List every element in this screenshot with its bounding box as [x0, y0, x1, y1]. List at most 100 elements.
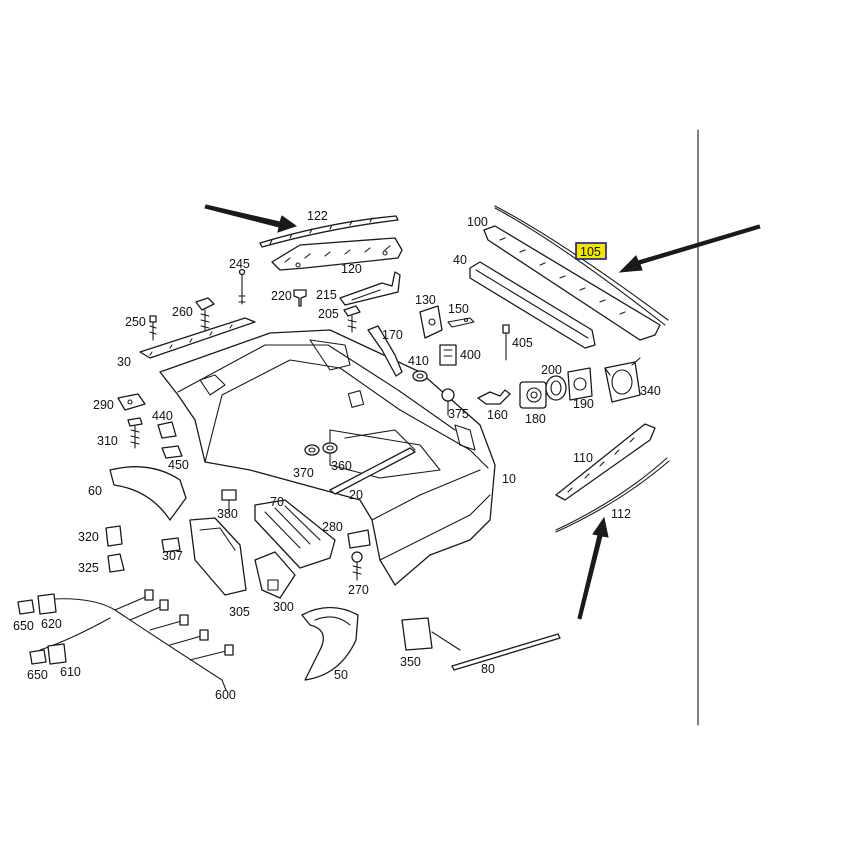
splash-guard-50 [301, 606, 359, 681]
label-450: 450 [168, 458, 189, 472]
bracket-215 [339, 271, 401, 306]
nut-360 [322, 442, 338, 454]
bumper-cover-10 [159, 329, 496, 586]
wiring-harness-600 [39, 589, 234, 691]
block-130 [419, 305, 443, 339]
screw-205 [343, 305, 361, 333]
label-620: 620 [41, 617, 62, 631]
pin-245 [238, 268, 246, 305]
clip-150 [447, 317, 475, 328]
clip-320 [105, 525, 123, 547]
holder-190 [567, 367, 593, 401]
clip-220 [293, 289, 307, 307]
bracket-305 [189, 517, 247, 596]
label-305: 305 [229, 605, 250, 619]
wheel-arch-60 [109, 466, 187, 521]
bracket-120 [271, 237, 403, 271]
label-300: 300 [273, 600, 294, 614]
sensor-180 [519, 381, 547, 409]
strip-110 [555, 423, 656, 501]
pin-405 [502, 324, 510, 361]
label-122: 122 [307, 209, 328, 223]
label-280: 280 [322, 520, 343, 534]
label-180: 180 [525, 412, 546, 426]
sensor-350 [401, 617, 461, 651]
bracket-325 [107, 553, 125, 573]
bracket-340 [604, 357, 641, 403]
label-80: 80 [481, 662, 495, 676]
bracket-280 [347, 529, 371, 549]
trim-strip-122 [259, 215, 399, 248]
bracket-300 [254, 551, 296, 599]
reflector-strip-40 [469, 261, 596, 349]
label-370: 370 [293, 466, 314, 480]
clip-440 [157, 421, 177, 439]
strip-112 [555, 457, 670, 533]
label-60: 60 [88, 484, 102, 498]
label-410: 410 [408, 354, 429, 368]
screw-310 [127, 417, 143, 449]
arrow-to-105 [618, 224, 761, 273]
label-220: 220 [271, 289, 292, 303]
label-105: 105 [580, 245, 601, 259]
arrow-to-122 [204, 204, 298, 233]
label-110: 110 [573, 451, 593, 465]
label-50: 50 [334, 668, 348, 682]
connector-620 [37, 593, 57, 615]
clip-380 [221, 489, 237, 513]
connector-650-bottom [29, 649, 47, 665]
highlight-box-105 [575, 242, 607, 260]
label-30: 30 [117, 355, 131, 369]
clip-400 [439, 344, 457, 366]
label-120: 120 [341, 262, 362, 276]
label-650-top: 650 [13, 619, 34, 633]
nut-370 [304, 444, 320, 456]
label-325: 325 [78, 561, 99, 575]
label-650-bottom: 650 [27, 668, 48, 682]
strip-80 [451, 633, 561, 671]
label-160: 160 [487, 408, 508, 422]
connector-610 [47, 643, 67, 665]
label-440: 440 [152, 409, 173, 423]
label-70: 70 [270, 495, 284, 509]
label-190: 190 [573, 397, 594, 411]
label-260: 260 [172, 305, 193, 319]
label-400: 400 [460, 348, 481, 362]
screw-375 [441, 388, 455, 416]
screw-270 [351, 551, 363, 581]
label-40: 40 [453, 253, 467, 267]
label-150: 150 [448, 302, 469, 316]
strip-20 [329, 447, 416, 495]
screw-250 [149, 315, 157, 341]
label-10: 10 [502, 472, 516, 486]
absorber-70 [254, 499, 336, 569]
label-610: 610 [60, 665, 81, 679]
label-380: 380 [217, 507, 238, 521]
label-375: 375 [448, 407, 469, 421]
label-270: 270 [348, 583, 369, 597]
arrow-to-112 [577, 516, 609, 620]
label-350: 350 [400, 655, 421, 669]
label-290: 290 [93, 398, 114, 412]
label-600: 600 [215, 688, 236, 702]
nut-410 [412, 370, 428, 382]
screw-260 [195, 297, 215, 331]
label-215: 215 [316, 288, 337, 302]
label-100: 100 [467, 215, 488, 229]
connector-650-top [17, 599, 35, 615]
bracket-170 [367, 325, 403, 377]
label-170: 170 [382, 328, 403, 342]
label-20: 20 [349, 488, 363, 502]
label-340: 340 [640, 384, 661, 398]
label-205: 205 [318, 307, 339, 321]
label-310: 310 [97, 434, 118, 448]
ring-200 [545, 375, 567, 401]
label-130: 130 [415, 293, 436, 307]
label-250: 250 [125, 315, 146, 329]
callout-labels: 122 120 100 105 40 245 215 130 150 260 2… [13, 209, 661, 702]
bracket-160 [477, 389, 511, 405]
label-320: 320 [78, 530, 99, 544]
label-307: 307 [162, 549, 183, 563]
clip-307 [161, 537, 181, 553]
